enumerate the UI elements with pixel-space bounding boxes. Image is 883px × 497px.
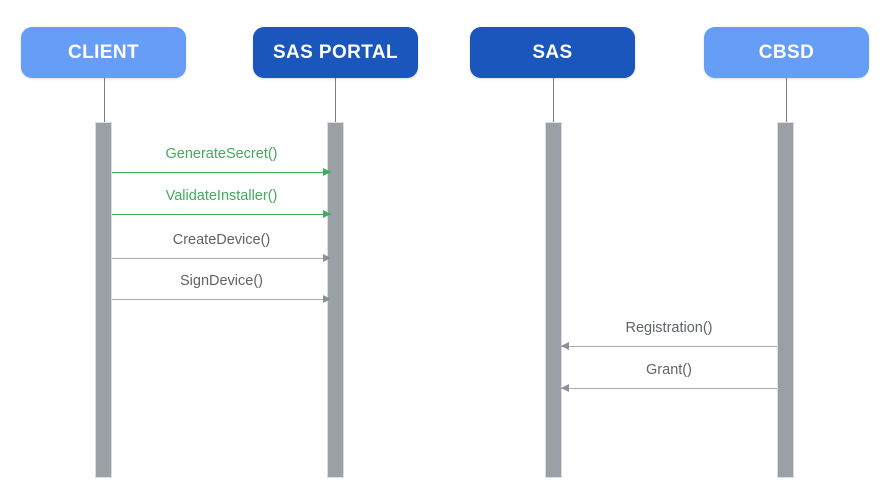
arrow-head-icon-registration xyxy=(561,342,569,350)
activation-bar-cbsd xyxy=(777,122,794,478)
participant-label-sas: SAS xyxy=(532,42,573,63)
message-line-sign-device xyxy=(112,299,331,300)
arrow-head-icon-generate-secret xyxy=(323,168,331,176)
message-label-create-device: CreateDevice() xyxy=(172,231,271,248)
message-line-validate-installer xyxy=(112,214,331,215)
participant-label-sas-portal: SAS PORTAL xyxy=(272,42,399,63)
message-label-grant: Grant() xyxy=(646,361,692,378)
participant-label-client: CLIENT xyxy=(67,42,139,63)
lifeline-sas-portal xyxy=(334,78,336,122)
message-line-create-device xyxy=(112,258,331,259)
participant-cbsd[interactable]: CBSD xyxy=(704,27,869,78)
message-label-validate-installer: ValidateInstaller() xyxy=(165,187,278,204)
arrow-head-icon-validate-installer xyxy=(323,210,331,218)
activation-bar-client xyxy=(95,122,112,478)
lifeline-cbsd xyxy=(785,78,787,122)
lifeline-sas xyxy=(552,78,554,122)
participant-client[interactable]: CLIENT xyxy=(21,27,186,78)
lifeline-client xyxy=(103,78,105,122)
participant-sas-portal[interactable]: SAS PORTAL xyxy=(253,27,418,78)
activation-bar-sas xyxy=(545,122,562,478)
message-line-generate-secret xyxy=(112,172,331,173)
message-label-generate-secret: GenerateSecret() xyxy=(165,145,278,162)
message-line-grant xyxy=(561,388,777,389)
message-label-registration: Registration() xyxy=(625,319,713,336)
message-label-sign-device: SignDevice() xyxy=(180,272,263,289)
message-line-registration xyxy=(561,346,777,347)
arrow-head-icon-grant xyxy=(561,384,569,392)
participant-sas[interactable]: SAS xyxy=(470,27,635,78)
arrow-head-icon-sign-device xyxy=(323,295,331,303)
arrow-head-icon-create-device xyxy=(323,254,331,262)
participant-label-cbsd: CBSD xyxy=(758,42,815,63)
